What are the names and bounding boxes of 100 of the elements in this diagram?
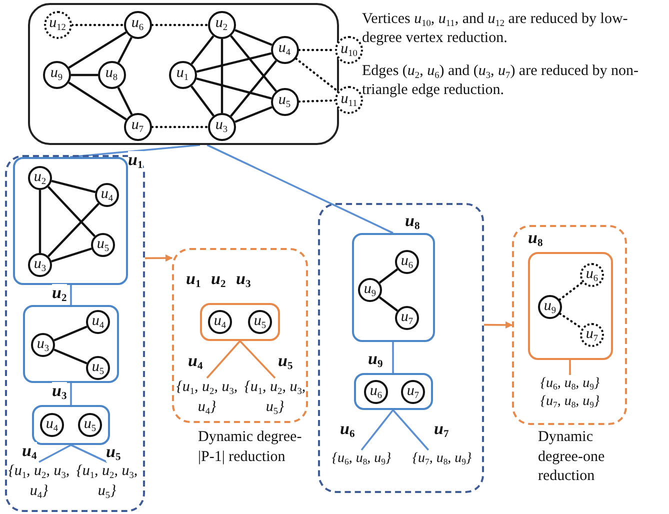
vertex-circle: u$_{7}$ xyxy=(401,380,425,404)
subgraph-box xyxy=(200,303,280,341)
dotted-edge xyxy=(294,58,340,92)
subgraph-box xyxy=(32,405,110,445)
vertex-circle: u$_{7}$ xyxy=(395,306,419,330)
removed-vertex-circle: u$_{11}$ xyxy=(335,86,363,114)
vertex-circle: u$_{6}$ xyxy=(364,380,388,404)
subgraph-box xyxy=(528,252,613,360)
edge-line xyxy=(206,340,241,379)
edge-line xyxy=(38,190,42,253)
vertex-set: {u$_{1}$, u$_{2}$, u$_{3}$, u$_{5}$} xyxy=(244,378,306,420)
vertex-set: {u$_{1}$, u$_{2}$, u$_{3}$, u$_{4}$} xyxy=(8,462,70,504)
edge-line xyxy=(392,342,394,373)
vertex-circle: u$_{2}$ xyxy=(208,10,236,38)
edge-line xyxy=(70,144,200,158)
vertex-set: {u$_{6}$, u$_{8}$, u$_{9}$} xyxy=(321,450,402,472)
vertex-circle: u$_{4}$ xyxy=(86,310,110,334)
edge-line xyxy=(117,87,133,115)
reduction-group xyxy=(512,225,627,425)
note-text: Edges (u$_{2}$, u$_{6}$) and (u$_{3}$, u$_{7}$) are reduced by non-triangle edge reduction. xyxy=(362,62,640,100)
vertex-circle: u$_{3}$ xyxy=(31,333,55,357)
vertex-circle: u$_{5}$ xyxy=(270,88,298,116)
vertex-circle: u$_{4}$ xyxy=(95,183,119,207)
vertex-circle: u$_{4}$ xyxy=(40,413,64,437)
edge-line xyxy=(47,186,96,238)
subgraph-box xyxy=(23,305,119,383)
vertex-circle: u$_{5}$ xyxy=(86,356,110,380)
vertex-set: {u$_{6}$, u$_{8}$, u$_{9}$} {u$_{7}$, u$_{8}$, u$_{9}$} xyxy=(522,375,618,419)
edge-line xyxy=(378,268,398,284)
edge-line xyxy=(392,409,430,451)
vertex-set: {u$_{1}$, u$_{2}$, u$_{3}$, u$_{5}$} xyxy=(76,462,138,504)
edge-line xyxy=(234,106,272,123)
subgraph-box xyxy=(13,157,128,285)
subgraph-box xyxy=(352,233,435,342)
vertex-set: {u$_{1}$, u$_{2}$, u$_{3}$, u$_{4}$} xyxy=(176,378,238,420)
dotted-edge xyxy=(558,281,584,301)
group-heading: u$_{1}$ u$_{2}$ u$_{3}$ xyxy=(186,270,251,287)
graph-frame xyxy=(28,3,339,145)
edge-label: u$_{2}$ xyxy=(52,284,67,303)
vertex-circle: u$_{3}$ xyxy=(208,112,236,140)
vertex-circle: u$_{5}$ xyxy=(78,413,102,437)
vertex-circle: u$_{1}$ xyxy=(168,60,196,88)
dotted-edge xyxy=(70,24,126,26)
edge-line xyxy=(206,144,394,234)
dotted-edge xyxy=(150,126,210,128)
vertex-circle: u$_{2}$ xyxy=(28,166,52,190)
vertex-circle: u$_{4}$ xyxy=(270,36,298,64)
group-heading: u$_{8}$ xyxy=(528,229,543,246)
edge-line xyxy=(220,39,224,113)
edge-line xyxy=(378,296,398,312)
removed-vertex-circle: u$_{6}$ xyxy=(580,263,604,287)
vertex-circle: u$_{6}$ xyxy=(395,250,419,274)
vertex-circle: u$_{9}$ xyxy=(358,278,382,302)
vertex-circle: u$_{3}$ xyxy=(28,253,52,277)
edge-line xyxy=(196,52,272,73)
edge-line xyxy=(71,74,98,76)
edge-label: u$_{1}$ xyxy=(128,151,143,170)
edge-line xyxy=(360,409,394,451)
edge-label: u$_{3}$ xyxy=(52,382,67,401)
edge-line xyxy=(51,180,96,194)
removed-vertex-circle: u$_{10}$ xyxy=(335,36,363,64)
edge-line xyxy=(190,86,214,116)
edge-line xyxy=(230,35,277,92)
note-text: Vertices u$_{10}$, u$_{11}$, and u$_{12}$ are reduced by low-degree vertex reduction. xyxy=(362,10,629,48)
edge-line xyxy=(190,35,214,65)
edge-line xyxy=(196,78,272,100)
edge-line xyxy=(239,340,276,379)
dotted-edge xyxy=(298,99,336,103)
vertex-set: {u$_{7}$, u$_{8}$, u$_{9}$} xyxy=(402,450,482,472)
vertex-circle: u$_{9}$ xyxy=(42,60,70,88)
vertex-circle: u$_{5}$ xyxy=(91,233,115,257)
edge-line xyxy=(70,444,108,463)
removed-vertex-circle: u$_{7}$ xyxy=(580,323,604,347)
edge-line xyxy=(145,254,173,262)
vertex-circle: u$_{5}$ xyxy=(248,310,272,334)
edge-line xyxy=(234,29,272,46)
edge-line xyxy=(70,285,72,305)
edge-line xyxy=(230,60,277,117)
edge-line xyxy=(484,321,513,329)
dotted-edge xyxy=(150,24,210,26)
reduction-label: Dynamic degree-one reduction xyxy=(538,428,606,486)
edge-line xyxy=(68,31,127,69)
edge-line xyxy=(51,248,92,262)
vertex-circle: u$_{7}$ xyxy=(124,112,152,140)
edge-line xyxy=(38,444,72,463)
edge-line xyxy=(70,383,72,405)
vertex-circle: u$_{4}$ xyxy=(208,310,232,334)
subgraph-box xyxy=(354,373,433,410)
edge-label: u$_{4}$ xyxy=(22,442,37,461)
edge-line xyxy=(54,348,88,364)
edge-line xyxy=(117,36,133,64)
edge-line xyxy=(48,202,100,258)
edge-line xyxy=(54,326,88,342)
vertex-circle: u$_{6}$ xyxy=(124,10,152,38)
edge-line xyxy=(569,360,571,375)
removed-vertex-circle: u$_{12}$ xyxy=(44,10,72,38)
vertex-circle: u$_{9}$ xyxy=(538,295,562,319)
vertex-circle: u$_{8}$ xyxy=(98,60,126,88)
reduction-label: Dynamic degree-|P-1| reduction xyxy=(198,428,303,466)
edge-line xyxy=(68,82,127,120)
